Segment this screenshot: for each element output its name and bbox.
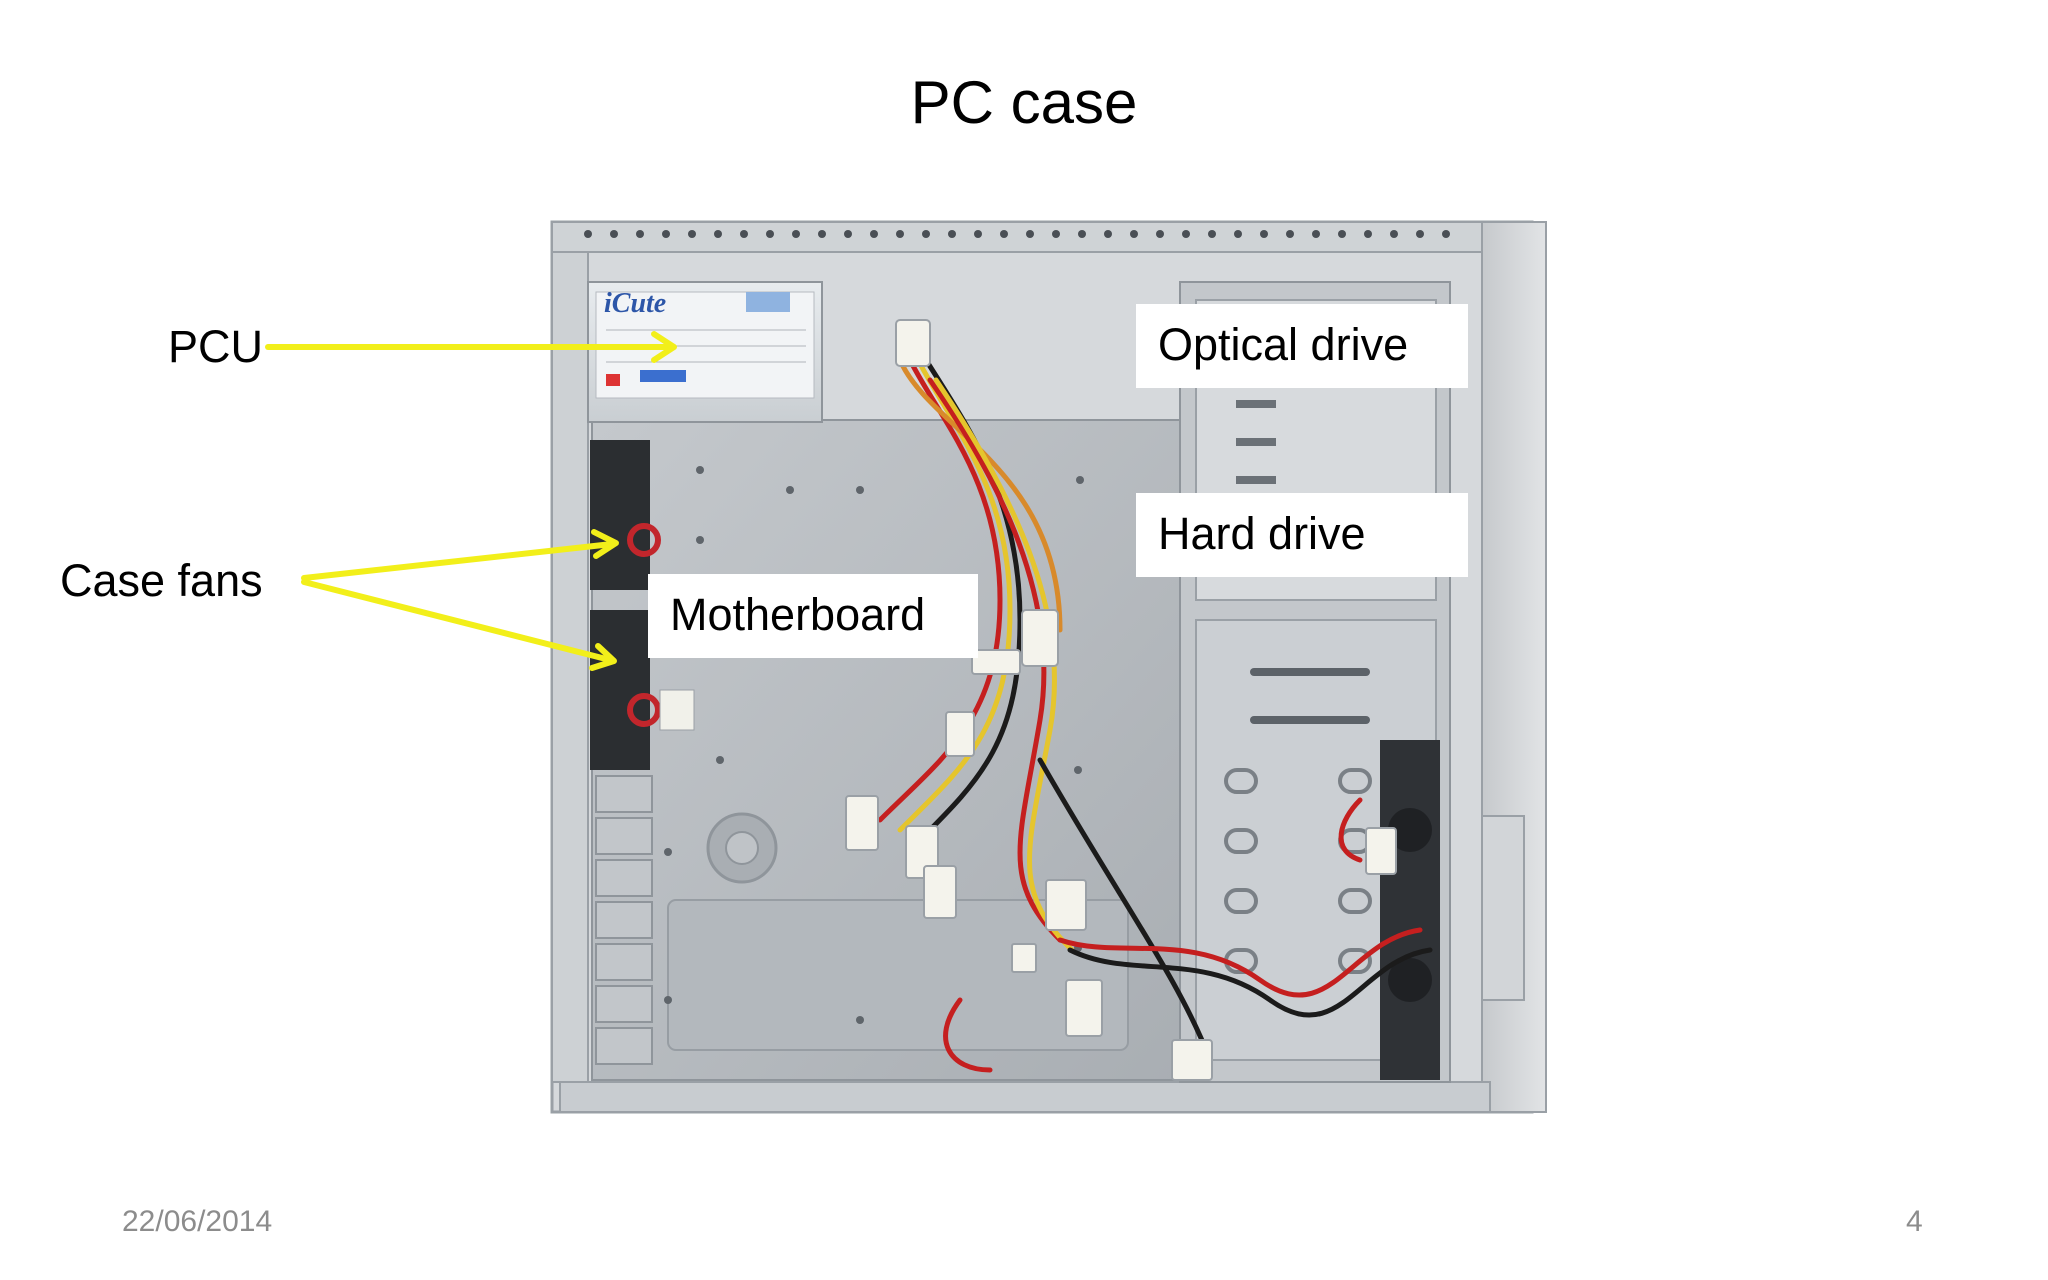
psu-arrow-head [651,331,677,363]
upper-fan-arrow-head [591,529,619,559]
upper-fan-arrow-line [301,541,615,581]
annotation-arrows [265,331,677,671]
lower-fan-arrow-line [301,579,613,663]
psu-brand-logo: iCute [604,288,666,319]
slide-date: 22/06/2014 [122,1205,273,1238]
molex-connectors [845,319,1397,1081]
rear-fans [590,440,695,770]
optical-drive-label: Optical drive [1136,304,1468,388]
motherboard-tray [591,419,1183,1081]
power-supply: iCute [587,281,823,423]
expansion-slots [595,775,653,1065]
motherboard-label: Motherboard [648,574,978,658]
case-fans-label: Case fans [60,555,263,606]
slide-title: PC case [910,69,1138,136]
top-vents [584,230,1450,238]
front-fan [1380,740,1440,1080]
psu-label: PCU [168,321,264,372]
lower-fan-arrow-head [589,643,617,671]
slide-page-number: 4 [1906,1205,1923,1238]
standoff-holes [664,466,1084,1024]
hard-drive-label: Hard drive [1136,493,1468,577]
power-cables [877,357,1433,1073]
